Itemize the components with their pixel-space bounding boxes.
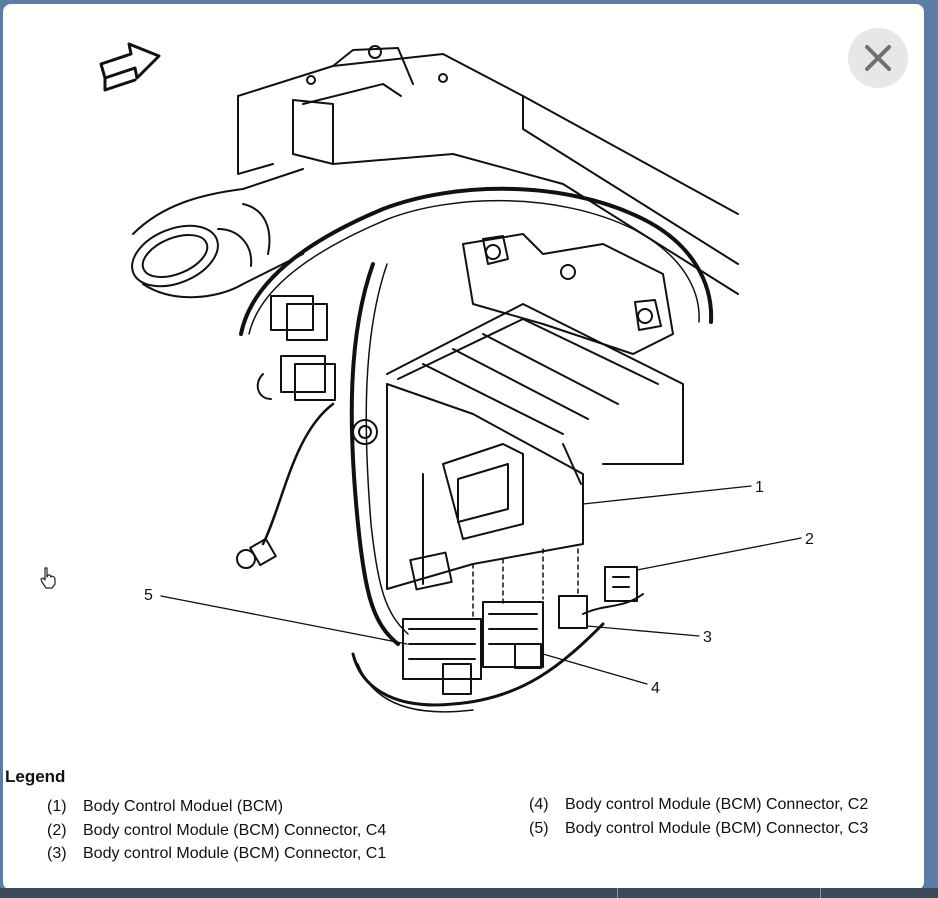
- toolbar-divider: [820, 888, 821, 898]
- toolbar-divider: [617, 888, 618, 898]
- connector-c2: [482, 601, 544, 668]
- image-viewer-modal: 1 2 3 4 5 Legend (1) Body Control Moduel …: [3, 4, 924, 890]
- legend-title: Legend: [5, 767, 66, 786]
- hand-cursor-icon: [40, 567, 56, 589]
- callout-2: 2: [805, 531, 814, 548]
- legend-item-4: (4) Body control Module (BCM) Connector, …: [529, 796, 868, 814]
- bottom-toolbar-edge: [0, 888, 938, 898]
- legend-item-text: Body control Module (BCM) Connector, C4: [83, 822, 387, 839]
- connector-c1: [558, 595, 588, 629]
- legend-item-text: Body control Module (BCM) Connector, C3: [565, 820, 869, 837]
- callout-1: 1: [755, 479, 764, 496]
- close-button[interactable]: [848, 28, 908, 88]
- callout-3: 3: [703, 629, 712, 646]
- legend-item-text: Body control Module (BCM) Connector, C2: [565, 796, 869, 813]
- legend-item-3: (3) Body control Module (BCM) Connector, …: [47, 845, 386, 863]
- legend-item-1: (1) Body Control Moduel (BCM): [47, 798, 283, 816]
- legend-item-text: Body control Module (BCM) Connector, C1: [83, 845, 387, 862]
- callout-4: 4: [651, 680, 660, 697]
- legend-item-text: Body Control Moduel (BCM): [83, 798, 284, 815]
- legend-item-2: (2) Body control Module (BCM) Connector, …: [47, 822, 386, 840]
- legend-item-5: (5) Body control Module (BCM) Connector, …: [529, 820, 868, 838]
- legend-item-number: (2): [47, 822, 67, 839]
- legend-item-number: (3): [47, 845, 67, 862]
- callout-5: 5: [144, 587, 153, 604]
- forward-arrow-icon: [99, 42, 161, 92]
- connector-c4: [604, 566, 638, 602]
- legend-item-number: (4): [529, 796, 549, 813]
- close-icon: [865, 45, 891, 71]
- legend-item-number: (1): [47, 798, 67, 815]
- legend-item-number: (5): [529, 820, 549, 837]
- bcm-location-diagram: 1 2 3 4 5: [99, 42, 814, 713]
